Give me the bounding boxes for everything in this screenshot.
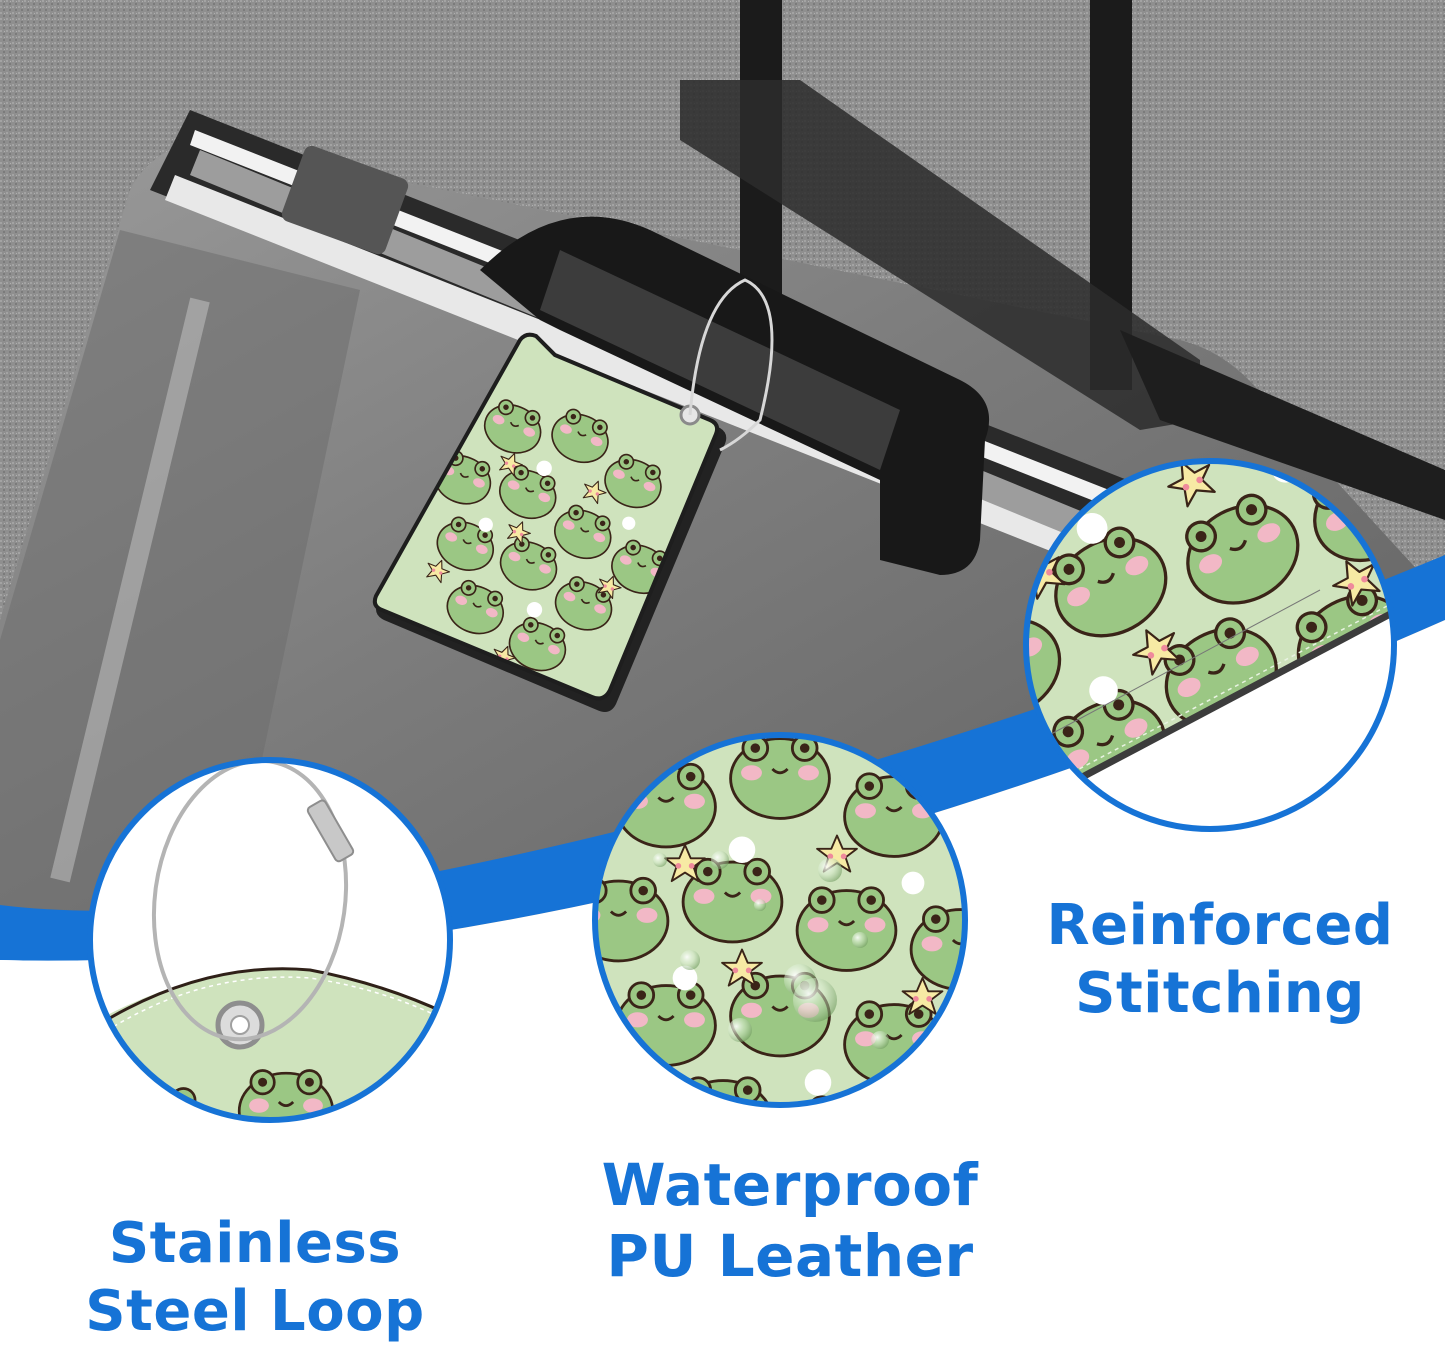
caption-line: Stitching <box>1075 961 1365 1027</box>
screw-lock-icon <box>306 799 355 863</box>
caption-waterproof-pu-leather: Waterproof PU Leather <box>580 1150 1000 1292</box>
water-droplets <box>653 851 889 1049</box>
caption-line: Stainless <box>108 1211 402 1276</box>
callout-waterproof <box>592 732 968 1108</box>
caption-line: PU Leather <box>606 1221 974 1290</box>
caption-line: Waterproof <box>601 1151 979 1219</box>
luggage-tag <box>372 278 774 712</box>
caption-line: Reinforced <box>1046 893 1394 958</box>
caption-reinforced-stitching: Reinforced Stitching <box>1020 892 1420 1029</box>
caption-stainless-steel-loop: Stainless Steel Loop <box>50 1210 460 1347</box>
caption-line: Steel Loop <box>85 1279 425 1345</box>
